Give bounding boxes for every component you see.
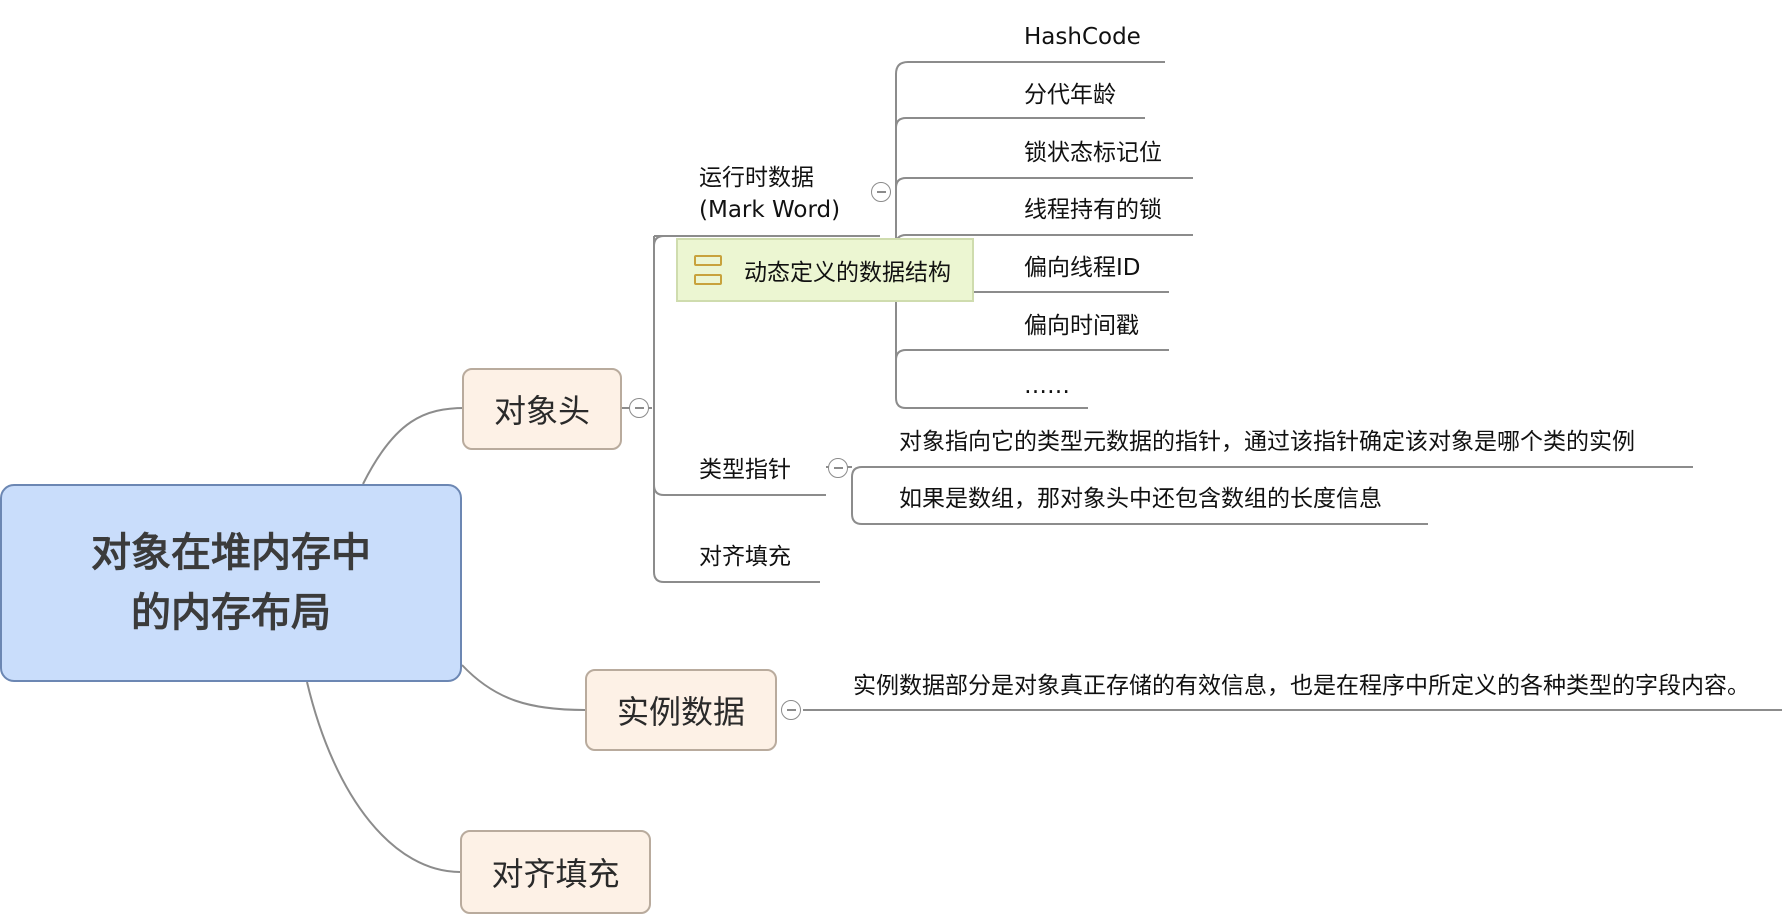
mark-word-item[interactable]: 线程持有的锁	[1024, 197, 1162, 223]
link-root-instance-data	[461, 664, 586, 711]
link-root-object-header	[362, 407, 466, 485]
type-pointer-item[interactable]: 如果是数组，那对象头中还包含数组的长度信息	[899, 486, 1382, 512]
link-mark-word-spine	[895, 61, 1165, 409]
root-topic[interactable]: 对象在堆内存中 的内存布局	[0, 484, 462, 682]
root-topic-label: 对象在堆内存中 的内存布局	[91, 530, 371, 636]
branch-alignment[interactable]: 对齐填充	[460, 830, 651, 914]
mark-word-item[interactable]: 偏向时间戳	[1024, 313, 1139, 339]
branch-instance-data[interactable]: 实例数据	[585, 669, 777, 751]
note-mark-word-text: 动态定义的数据结构	[744, 260, 951, 286]
link-root-alignment	[306, 681, 461, 873]
branch-alignment-label: 对齐填充	[491, 855, 620, 893]
topic-type-pointer[interactable]: 类型指针	[699, 457, 791, 483]
mark-word-item[interactable]: 分代年龄	[1024, 82, 1116, 108]
mark-word-item[interactable]: 锁状态标记位	[1024, 140, 1162, 166]
branch-instance-data-label: 实例数据	[616, 693, 745, 731]
note-mark-word[interactable]: 动态定义的数据结构	[676, 238, 974, 302]
link-type-pointer-underline	[653, 484, 826, 496]
link-mark-word-underline-3	[895, 177, 1193, 189]
note-list-icon	[694, 255, 722, 285]
collapse-minus-icon[interactable]	[781, 700, 801, 720]
mark-word-item[interactable]: HashCode	[1024, 24, 1141, 50]
topic-header-padding[interactable]: 对齐填充	[699, 544, 791, 570]
mark-word-item[interactable]: ……	[1024, 373, 1070, 399]
instance-data-description[interactable]: 实例数据部分是对象真正存储的有效信息，也是在程序中所定义的各种类型的字段内容。	[853, 673, 1750, 699]
link-mark-word-underline-2	[895, 117, 1145, 129]
type-pointer-item[interactable]: 对象指向它的类型元数据的指针，通过该指针确定该对象是哪个类的实例	[899, 429, 1635, 455]
branch-object-header-label: 对象头	[493, 392, 590, 430]
collapse-minus-icon[interactable]	[828, 458, 848, 478]
mark-word-item[interactable]: 偏向线程ID	[1024, 255, 1141, 281]
collapse-minus-icon[interactable]	[629, 398, 649, 418]
link-mark-word-underline-6	[895, 349, 1169, 361]
branch-object-header[interactable]: 对象头	[462, 368, 622, 450]
link-type-pointer-spine	[851, 466, 1693, 525]
collapse-minus-icon[interactable]	[871, 182, 891, 202]
topic-mark-word[interactable]: 运行时数据 (Mark Word)	[699, 165, 841, 223]
